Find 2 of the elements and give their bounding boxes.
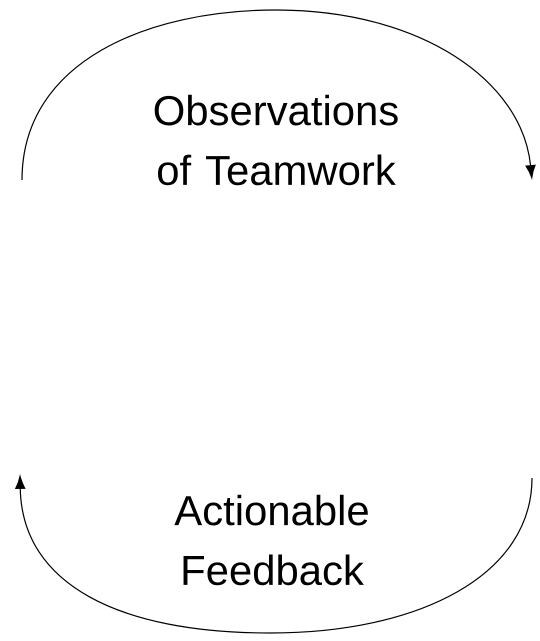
cycle-text: Observations of Teamwork — [154, 94, 398, 186]
cycle-text: Actionable Feedback — [174, 494, 368, 586]
